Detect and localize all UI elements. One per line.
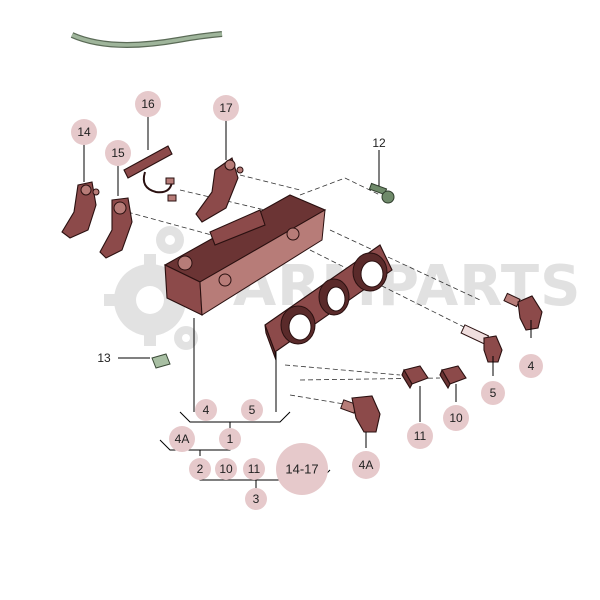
label-13: 13 (97, 351, 111, 365)
part-4a-knob (340, 395, 381, 433)
label-16: 16 (141, 97, 155, 111)
callout-bubbles (71, 91, 543, 510)
control-housing (163, 194, 327, 316)
label-15: 15 (111, 146, 125, 160)
label-14: 14 (77, 125, 91, 139)
part-15-bracket (99, 197, 133, 259)
label-17: 17 (219, 101, 233, 115)
front-panel (264, 244, 393, 361)
leader-lines (83, 116, 532, 448)
part-10-switch (439, 365, 467, 390)
part-13-clip (151, 353, 171, 369)
dial-opening-center (318, 278, 350, 316)
legend-row3-item-2: 10 (219, 462, 233, 476)
part-5-knob (460, 324, 503, 363)
label-4a: 4A (359, 458, 374, 472)
part-14-bracket (61, 181, 100, 239)
label-5: 5 (490, 386, 497, 400)
label-4: 4 (528, 359, 535, 373)
legend-row1-item-2: 5 (249, 403, 256, 417)
part-16-plate (123, 145, 177, 202)
legend-row3-item-4: 14-17 (285, 462, 318, 477)
dial-opening-right (352, 252, 388, 292)
part-17-bracket (195, 157, 244, 223)
part-4-knob (503, 292, 543, 331)
label-12: 12 (372, 136, 386, 150)
callout-labels: 16 17 14 15 12 13 4 5 10 11 4A 4 5 4A 1 … (77, 97, 534, 506)
legend-row1-item-1: 4 (203, 403, 210, 417)
legend-row4-item-1: 3 (253, 492, 260, 506)
legend-row3-item-1: 2 (197, 462, 204, 476)
part-11-switch (401, 365, 429, 390)
watermark: FARMPARTS (104, 226, 580, 350)
label-11: 11 (414, 429, 427, 443)
legend-row2-item-1: 4A (175, 432, 190, 446)
legend-row2-item-2: 1 (227, 432, 234, 446)
label-10: 10 (449, 411, 463, 425)
legend-row3-item-3: 11 (248, 462, 261, 476)
dial-opening-left (280, 305, 316, 345)
part-12-screw (368, 182, 395, 204)
